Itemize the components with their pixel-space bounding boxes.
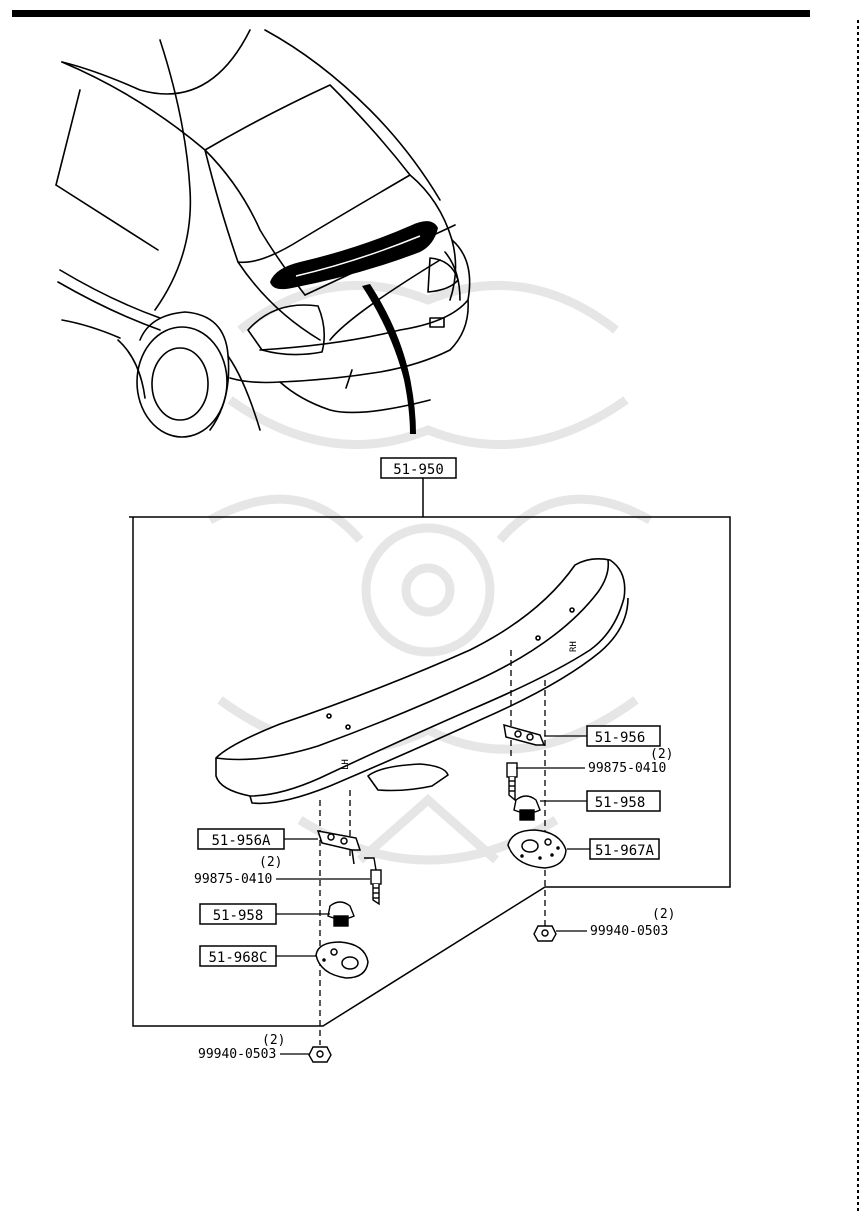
main-part-box: [380, 457, 457, 479]
car-rear-illustration: [55, 29, 471, 438]
part-label-51-967A: 51-967A: [595, 843, 655, 859]
bracket-51-956: [503, 723, 546, 746]
part-label-51-958-left: 51-958: [213, 908, 264, 924]
spoiler-mark-rh: RH: [569, 641, 579, 652]
assembly-lines: [319, 650, 546, 1045]
callout-frame: [129, 516, 731, 1027]
qty-nut-left: (2): [262, 1033, 285, 1048]
part-number-screw-right: 99875-0410: [588, 761, 666, 776]
pad-51-968C: [315, 941, 369, 979]
top-rule: [12, 10, 810, 17]
label-box-51-956A: [197, 828, 285, 850]
screw-left: [364, 857, 382, 906]
label-box-51-967A: [589, 838, 660, 860]
nut-left: [308, 1046, 332, 1063]
part-label-51-956A: 51-956A: [211, 833, 271, 849]
spoiler-mark-lh: LH: [341, 759, 351, 770]
qty-screw-right: (2): [650, 747, 673, 762]
rear-spoiler: [215, 558, 629, 805]
label-box-51-958-left: [199, 903, 277, 925]
pad-51-967A: [507, 829, 567, 869]
bracket-51-956A: [316, 830, 362, 865]
part-label-51-958-right: 51-958: [595, 795, 646, 811]
main-part-label: 51-950: [393, 462, 444, 478]
qty-screw-left: (2): [259, 855, 282, 870]
part-number-screw-left: 99875-0410: [194, 872, 272, 887]
part-number-nut-right: 99940-0503: [590, 924, 668, 939]
clip-right: [513, 795, 541, 821]
part-label-51-968C: 51-968C: [208, 950, 267, 966]
part-number-nut-left: 99940-0503: [198, 1047, 276, 1062]
label-box-51-958-right: [586, 790, 661, 812]
car-spoiler-highlight: [270, 221, 438, 290]
qty-nut-right: (2): [652, 907, 675, 922]
label-box-51-968C: [199, 945, 277, 967]
label-box-51-956: [586, 725, 661, 747]
screw-right: [506, 762, 518, 802]
nut-right: [533, 925, 557, 942]
part-label-51-956: 51-956: [595, 730, 646, 746]
leader-arrow: [362, 284, 416, 434]
leader-lines: [276, 735, 590, 1055]
clip-left: [327, 901, 355, 927]
